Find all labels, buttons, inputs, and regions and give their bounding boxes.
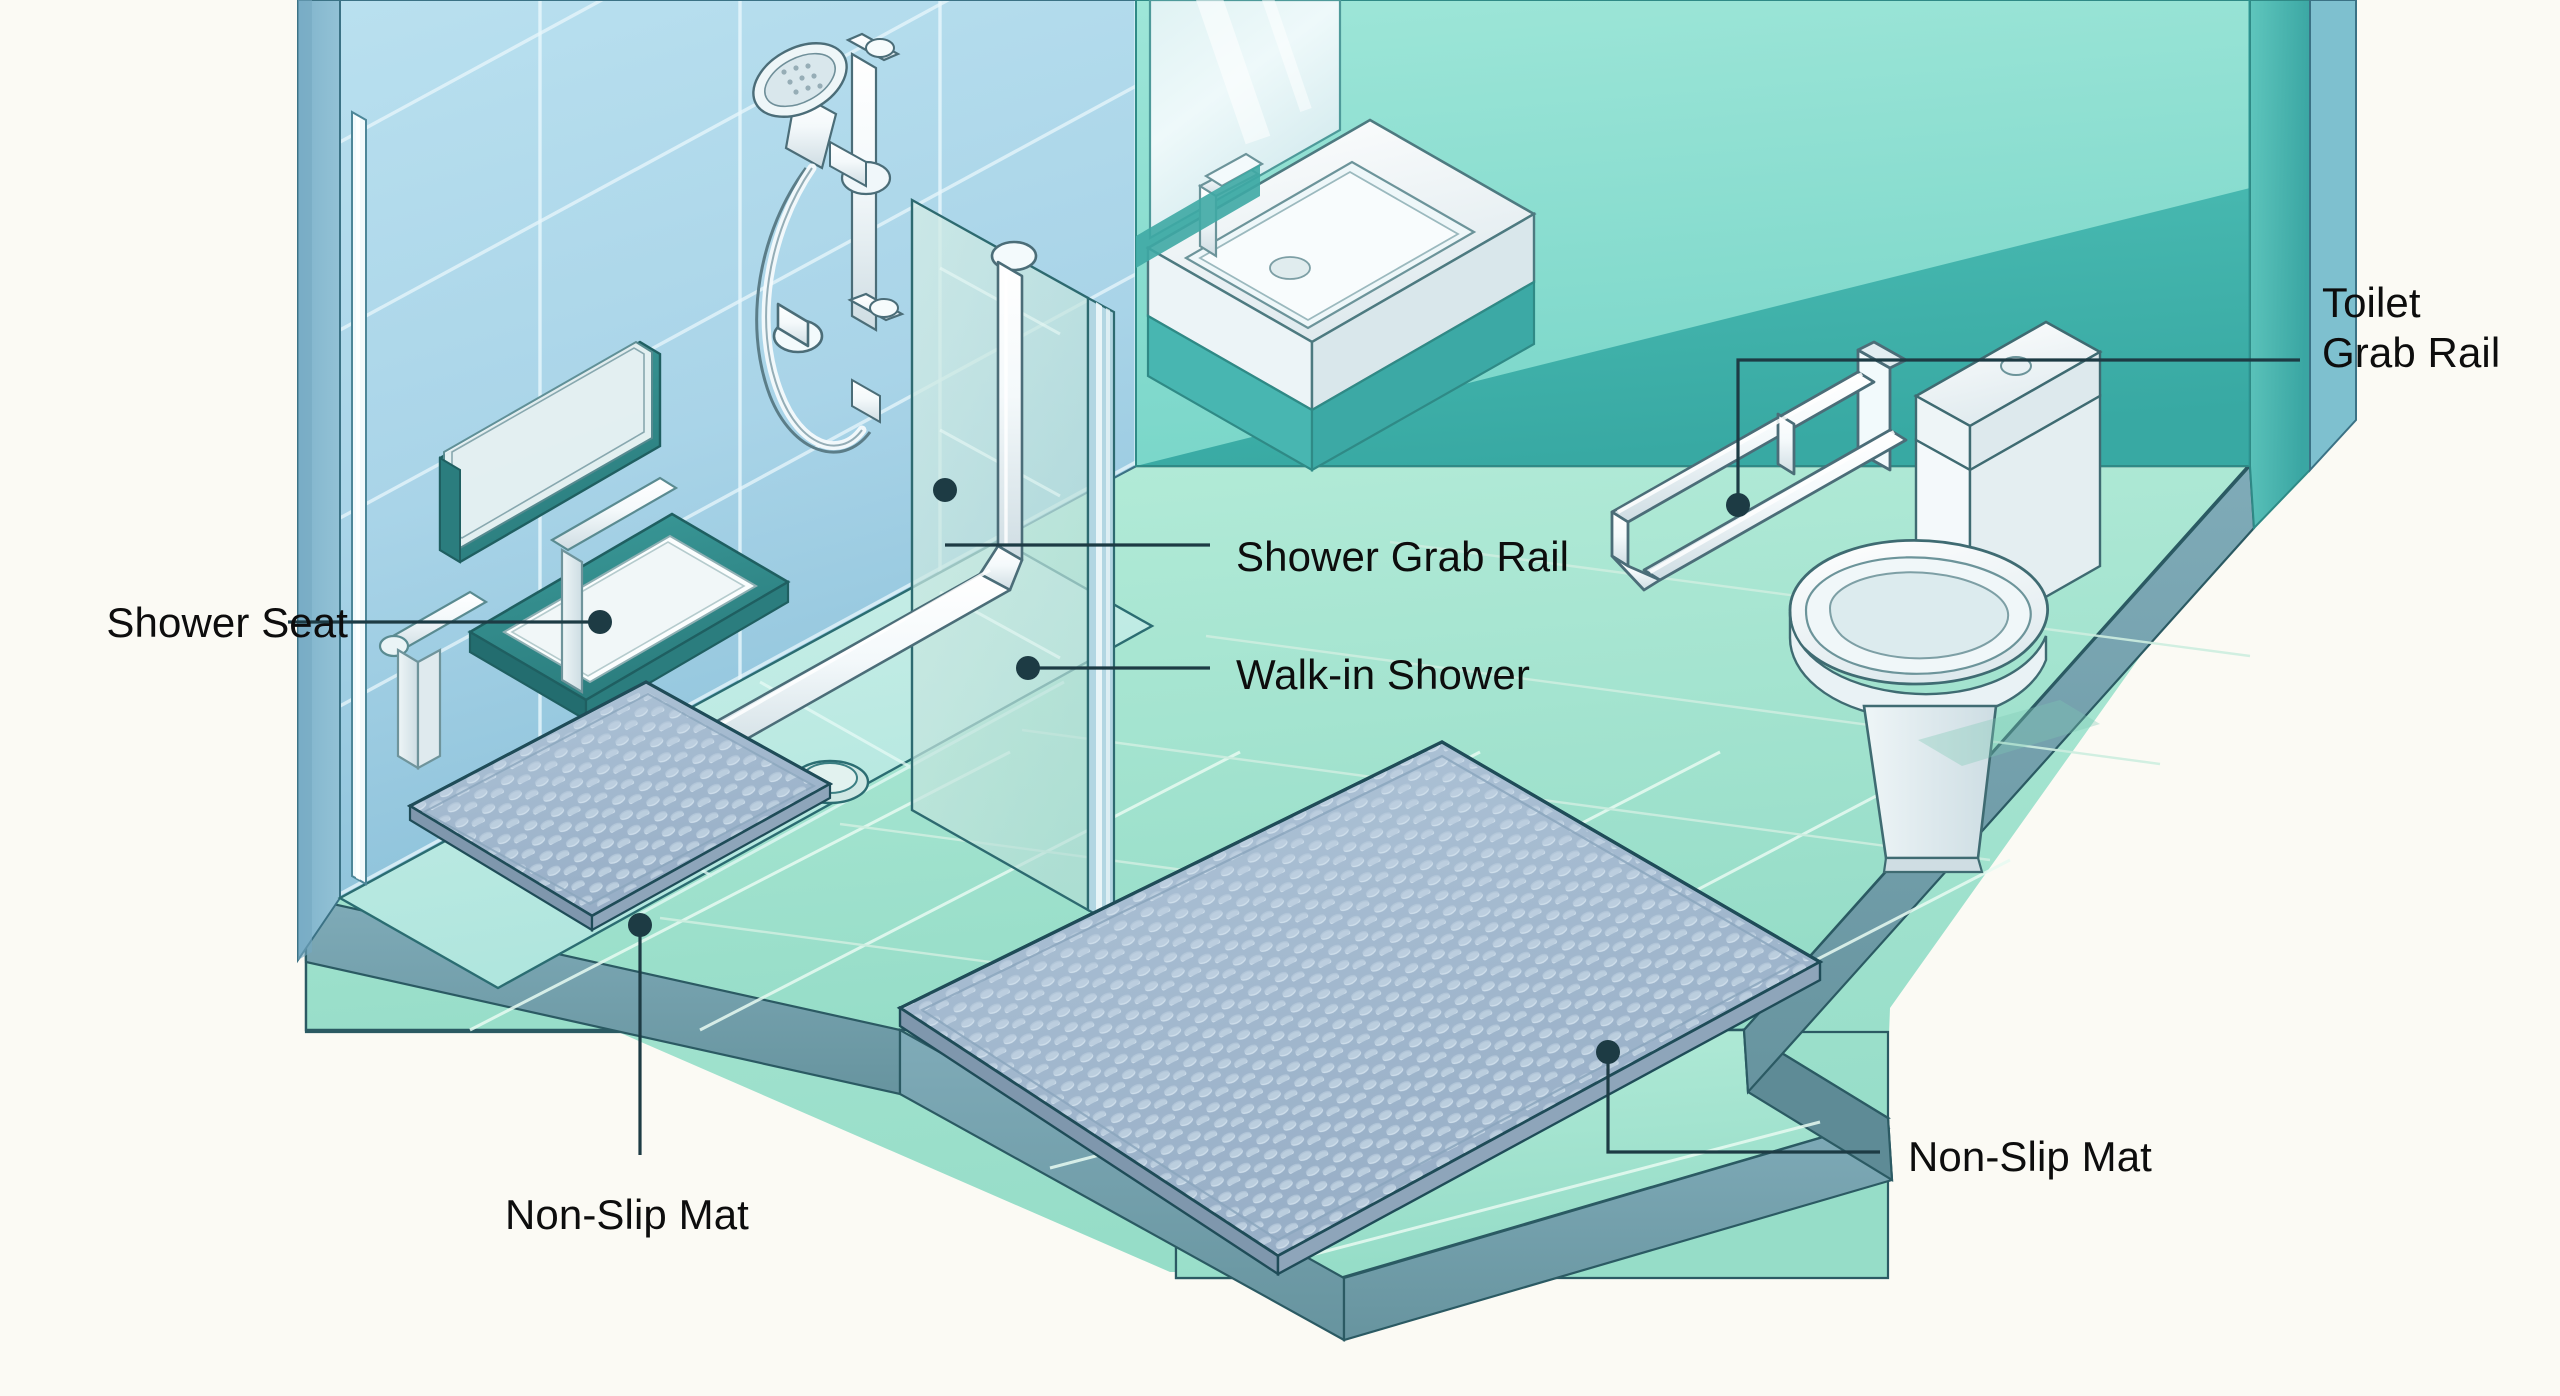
toilet [1788, 320, 2103, 874]
leader-dots [588, 478, 1750, 1064]
leader-lines [288, 358, 2300, 1155]
shower-left-return-wall [297, 0, 341, 964]
label-toilet-grab-rail: Toilet Grab Rail [2322, 279, 2501, 376]
shower-door-edge [351, 110, 367, 886]
vanity-wall-band [1136, 164, 1260, 268]
vanity-basin [1145, 118, 1537, 472]
shower-seat-backrest [438, 340, 662, 564]
label-walk-in-shower: Walk-in Shower [1236, 651, 1530, 698]
leader-dot-non-slip-mat-large [1596, 1040, 1620, 1064]
mirror [1148, 0, 1342, 240]
leader-dot-non-slip-mat-small [628, 913, 652, 937]
right-side-wall [2248, 0, 2357, 531]
leader-dot-toilet-grab-rail [1726, 493, 1750, 517]
toilet-shadow [1918, 700, 2100, 766]
leader-toilet-grab-rail [1736, 358, 2300, 505]
shower-head-rail [752, 32, 905, 454]
leader-dot-shower-seat [588, 610, 612, 634]
shower-grab-rail-lower [772, 302, 824, 354]
label-shower-seat: Shower Seat [106, 599, 348, 646]
leader-dot-shower-grab-rail [933, 478, 957, 502]
label-shower-grab-rail: Shower Grab Rail [1236, 533, 1570, 580]
toilet-grab-rail [1610, 340, 1908, 592]
label-non-slip-mat-floor: Non-Slip Mat [1908, 1133, 2152, 1180]
label-non-slip-mat-shower: Non-Slip Mat [505, 1191, 749, 1238]
leader-non-slip-mat-large [1606, 1052, 1880, 1154]
leader-dot-walk-in-shower [1016, 656, 1040, 680]
